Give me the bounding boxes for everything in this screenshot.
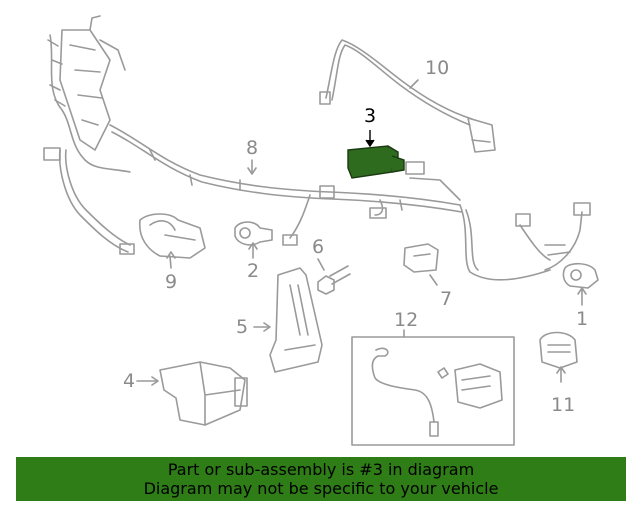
callout-9: 9 — [165, 271, 178, 293]
callout-7: 7 — [440, 288, 453, 310]
sensor-part-1 — [562, 262, 599, 306]
callout-11: 11 — [551, 394, 576, 416]
sensor-harness-part-10 — [319, 39, 496, 153]
callout-8: 8 — [246, 137, 259, 159]
screw-part-6 — [317, 258, 351, 295]
callout-2: 2 — [247, 260, 260, 282]
banner-line-1: Part or sub-assembly is #3 in diagram — [167, 460, 475, 479]
clip-part-7 — [403, 243, 439, 286]
module-part-3-highlighted — [347, 130, 405, 179]
bracket-part-5 — [253, 267, 323, 373]
sensor-part-11 — [539, 331, 578, 383]
callout-10: 10 — [425, 57, 450, 79]
callout-5: 5 — [236, 316, 249, 338]
leader-lines — [247, 79, 419, 175]
wiring-harness-part-8 — [43, 15, 591, 281]
sensor-part-9 — [138, 213, 206, 269]
module-part-4 — [136, 361, 248, 426]
banner-line-2: Diagram may not be specific to your vehi… — [143, 479, 499, 498]
callout-3: 3 — [364, 105, 377, 127]
kit-box-part-12 — [351, 336, 515, 446]
kit-contents-part-12 — [371, 329, 503, 437]
parts-diagram — [43, 15, 599, 446]
callout-6: 6 — [312, 236, 325, 258]
callout-1: 1 — [576, 308, 589, 330]
callout-4: 4 — [123, 370, 136, 392]
callout-12: 12 — [394, 309, 419, 331]
sensor-part-2 — [234, 221, 273, 259]
info-banner: Part or sub-assembly is #3 in diagram Di… — [16, 457, 626, 501]
